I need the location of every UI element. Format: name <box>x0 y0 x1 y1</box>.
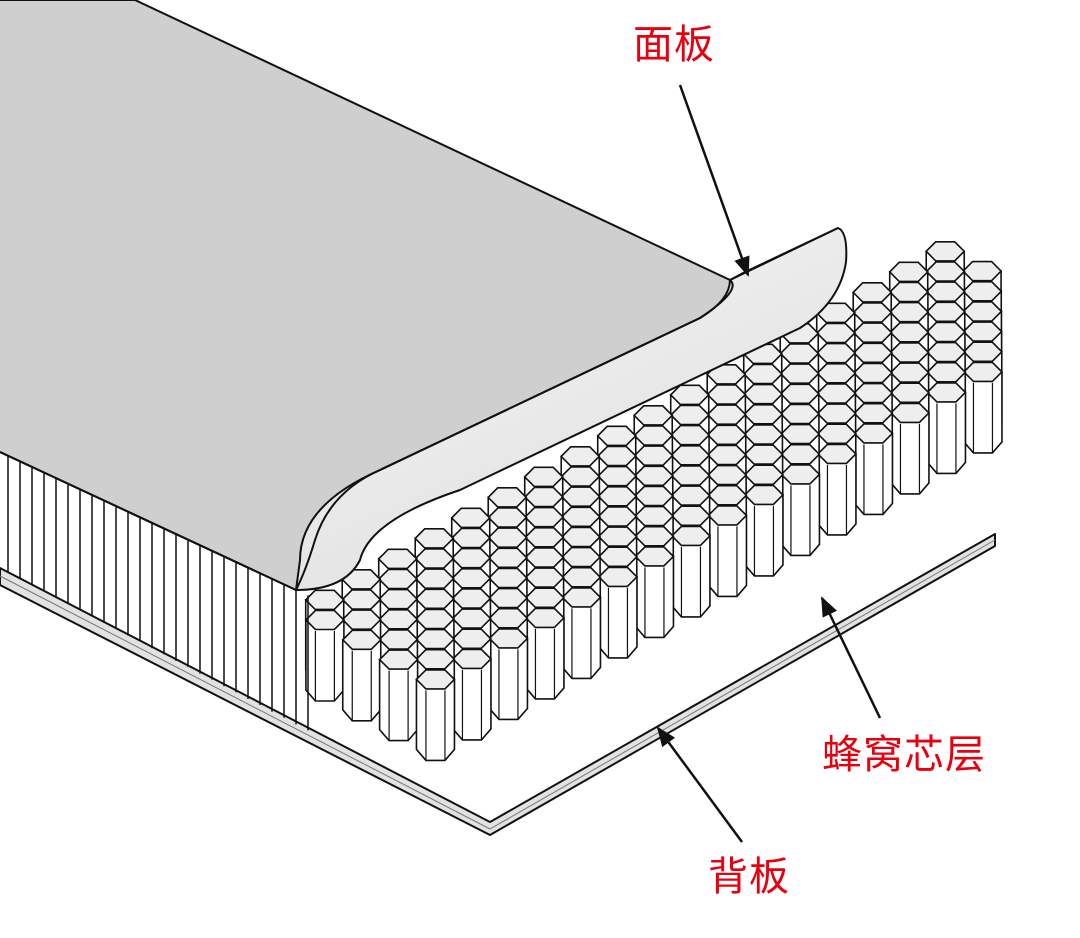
honeycomb-cell <box>962 361 1004 454</box>
honeycomb-cell <box>634 546 675 639</box>
core-side-column <box>127 511 141 642</box>
honeycomb-cell <box>341 629 382 722</box>
core-side-column <box>271 578 285 718</box>
core-side-column <box>199 544 213 680</box>
honeycomb-cell <box>415 669 456 762</box>
face-sheet-label: 面板 <box>633 22 715 68</box>
core-side-column <box>31 466 45 591</box>
honeycomb-cell <box>926 382 967 475</box>
core-side-column <box>151 522 165 655</box>
core-side-column <box>7 455 21 578</box>
honeycomb-cell <box>488 628 529 721</box>
core-side-column <box>295 589 309 731</box>
honeycomb-cell <box>451 648 493 741</box>
honeycomb-core <box>304 241 1004 762</box>
honeycomb-cell <box>816 443 858 536</box>
face-sheet-leader-arrow <box>678 84 750 277</box>
honeycomb-cell <box>707 505 748 598</box>
honeycomb-cell <box>561 587 602 680</box>
core-side-columns <box>7 455 309 731</box>
honeycomb-cell <box>889 402 931 495</box>
honeycomb-core-leader-arrow <box>820 596 882 719</box>
core-side-column <box>103 499 117 629</box>
core-side-column <box>55 477 69 604</box>
core-side-column <box>247 567 261 705</box>
core-side-column <box>223 555 237 693</box>
honeycomb-cell <box>670 525 712 618</box>
leader-arrows <box>656 84 882 843</box>
honeycomb-cell <box>597 566 639 659</box>
honeycomb-cell <box>780 464 821 557</box>
back-sheet-label: 背板 <box>708 854 790 900</box>
honeycomb-cell <box>853 423 894 516</box>
honeycomb-cell <box>524 607 566 700</box>
honeycomb-cell <box>378 649 419 742</box>
honeycomb-core-label: 蜂窝芯层 <box>822 732 986 778</box>
back-sheet <box>0 533 996 836</box>
core-side-column <box>175 533 189 667</box>
honeycomb-cell <box>743 484 785 577</box>
back-sheet-leader-arrow <box>656 726 744 843</box>
core-side-column <box>79 488 93 617</box>
honeycomb-cell <box>304 609 346 702</box>
